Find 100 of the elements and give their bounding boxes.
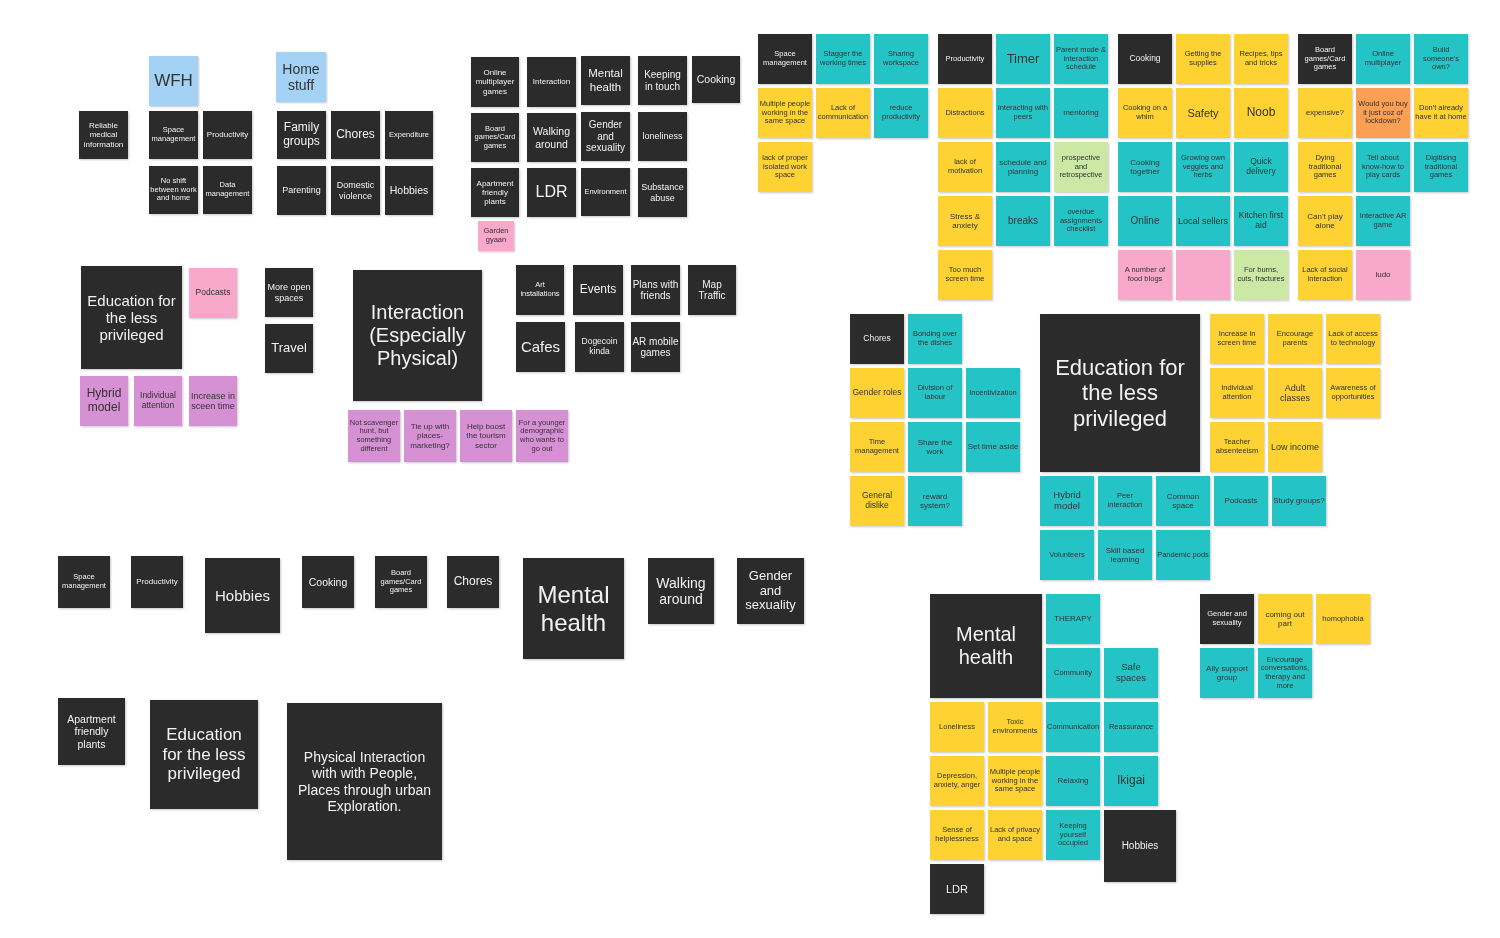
- note-text: Chores: [452, 575, 494, 589]
- note-text: Events: [578, 283, 618, 297]
- note-text: Online: [1129, 215, 1161, 227]
- note-text: Keeping in touch: [643, 69, 682, 92]
- note-text: Safe spaces: [1114, 662, 1148, 684]
- note-text: Relaxing: [1056, 776, 1090, 786]
- note-text: Cooking: [1128, 54, 1162, 64]
- note-text: Set time aside: [967, 442, 1019, 452]
- note-text: Individual attention: [139, 391, 177, 411]
- sticky-note: [1156, 530, 1210, 580]
- note-text: Family groups: [282, 121, 321, 149]
- sticky-note: [1046, 594, 1100, 644]
- sticky-note: [1214, 476, 1268, 526]
- sticky-note: [1200, 648, 1254, 698]
- note-text: LDR: [945, 882, 969, 896]
- sticky-note: [908, 476, 962, 526]
- sticky-note: [516, 265, 564, 315]
- sticky-note: [1414, 34, 1468, 84]
- sticky-note: [758, 142, 812, 192]
- sticky-note: [447, 556, 499, 608]
- sticky-note: [648, 558, 714, 624]
- sticky-note: [1104, 756, 1158, 806]
- sticky-note: [988, 756, 1042, 806]
- note-text: Domestic violence: [335, 180, 376, 201]
- sticky-note: [1118, 196, 1172, 246]
- sticky-note: [930, 702, 984, 752]
- sticky-note: [737, 558, 804, 624]
- sticky-note: [1210, 368, 1264, 418]
- sticky-note: [1234, 34, 1288, 84]
- sticky-note: [1326, 368, 1380, 418]
- sticky-note: [1054, 196, 1108, 246]
- sticky-note: [1298, 88, 1352, 138]
- sticky-note: [874, 88, 928, 138]
- note-text: Productivity: [205, 130, 250, 140]
- sticky-note: [58, 556, 110, 608]
- sticky-note: [938, 88, 992, 138]
- sticky-note: [80, 376, 128, 426]
- sticky-note: [758, 34, 812, 84]
- note-text: Help boost the tourism sector: [465, 422, 507, 450]
- note-text: Interaction: [531, 77, 572, 87]
- note-text: Stress & anxiety: [948, 211, 982, 231]
- note-text: Hobbies: [213, 586, 271, 605]
- sticky-note: [1298, 142, 1352, 192]
- note-text: Plans with friends: [632, 278, 679, 302]
- sticky-note: [1356, 142, 1410, 192]
- note-text: mentoring: [1062, 108, 1100, 118]
- sticky-note: [758, 88, 812, 138]
- note-text: Education for the less privileged: [161, 725, 247, 784]
- note-text: Share the work: [916, 437, 954, 457]
- sticky-note: [966, 368, 1020, 418]
- sticky-note: [1268, 422, 1322, 472]
- sticky-note: [149, 111, 198, 159]
- sticky-note: [908, 422, 962, 472]
- note-text: More open spaces: [266, 282, 312, 303]
- sticky-note: [348, 410, 400, 462]
- sticky-note: [581, 112, 630, 161]
- sticky-note: [1258, 648, 1312, 698]
- note-text: Walking around: [532, 125, 571, 150]
- sticky-note: [631, 322, 680, 372]
- note-text: Podcasts: [1223, 496, 1259, 506]
- sticky-note: [1298, 196, 1352, 246]
- sticky-note: [638, 168, 687, 217]
- sticky-note: [1054, 34, 1108, 84]
- sticky-note: [385, 166, 433, 215]
- note-text: Cafes: [519, 338, 562, 356]
- sticky-note: [988, 810, 1042, 860]
- note-text: AR mobile games: [632, 335, 679, 359]
- sticky-note: [1356, 250, 1410, 300]
- note-text: Adult classes: [1279, 382, 1311, 404]
- sticky-note: [1326, 314, 1380, 364]
- note-text: Cooking together: [1129, 157, 1161, 177]
- sticky-note: [1046, 648, 1100, 698]
- sticky-note: [203, 111, 252, 159]
- sticky-note: [816, 34, 870, 84]
- sticky-note: [1176, 196, 1230, 246]
- sticky-note: [1234, 250, 1288, 300]
- sticky-note: [1210, 314, 1264, 364]
- sticky-note: [460, 410, 512, 462]
- sticky-note: [1040, 476, 1094, 526]
- sticky-note: [1414, 88, 1468, 138]
- note-text: Apartment friendly plants: [475, 178, 515, 207]
- sticky-note: [1234, 196, 1288, 246]
- sticky-note: [1104, 648, 1158, 698]
- note-text: Online multiplayer games: [474, 68, 516, 96]
- sticky-note: [134, 376, 182, 426]
- sticky-note: [850, 422, 904, 472]
- note-text: Cooking: [307, 575, 349, 589]
- sticky-note: [1414, 142, 1468, 192]
- sticky-note: [638, 56, 687, 105]
- sticky-note: [573, 265, 623, 315]
- sticky-note: [816, 88, 870, 138]
- sticky-note: [478, 221, 514, 251]
- sticky-note: [1356, 34, 1410, 84]
- sticky-note: [1268, 314, 1322, 364]
- note-text: loneliness: [641, 131, 684, 142]
- sticky-note: [203, 166, 252, 214]
- sticky-note: [638, 112, 687, 161]
- sticky-note: [1176, 88, 1230, 138]
- note-text: Chores: [335, 128, 376, 142]
- note-text: Timer: [1005, 51, 1041, 67]
